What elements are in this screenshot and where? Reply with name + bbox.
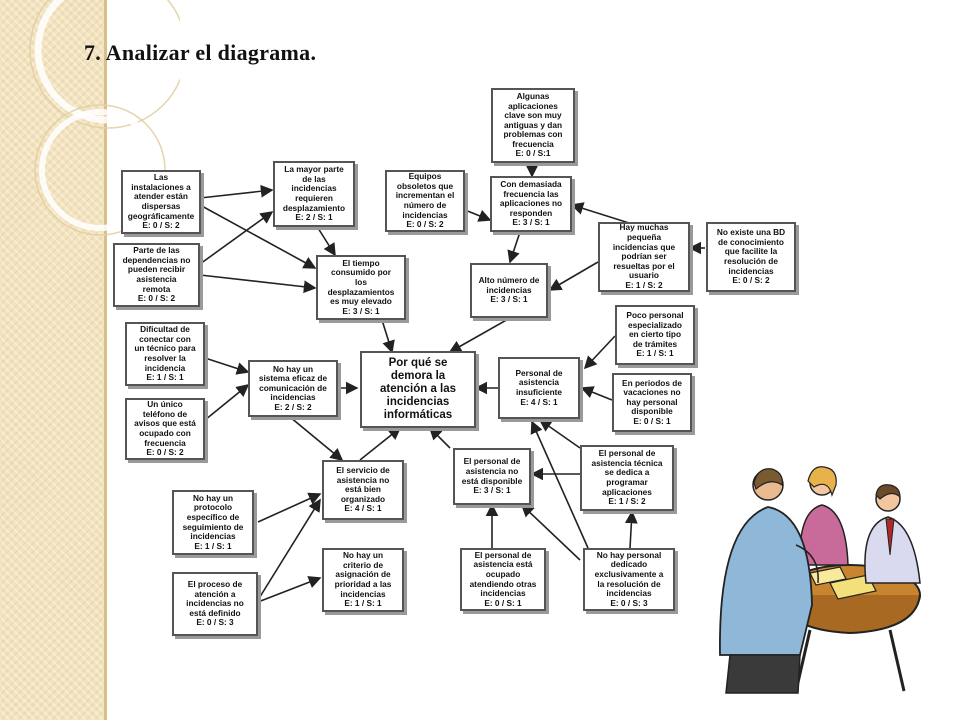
meeting-people-illustration	[719, 466, 921, 694]
node-no-dedicado: No hay personal dedicado exclusivamente …	[583, 548, 675, 611]
node-unico-telefono: Un único teléfono de avisos que está ocu…	[125, 398, 205, 460]
node-sistema-eficaz: No hay un sistema eficaz de comunicación…	[248, 360, 338, 417]
node-criterio: No hay un criterio de asignación de prio…	[322, 548, 404, 612]
slide-title: 7. Analizar el diagrama.	[84, 40, 317, 65]
node-equipos-obsoletos: Equipos obsoletos que incrementan el núm…	[385, 170, 465, 232]
arrow	[289, 416, 344, 462]
arrow	[199, 274, 317, 294]
node-protocolo: No hay un protocolo específico de seguim…	[172, 490, 254, 555]
arrow	[257, 492, 322, 523]
node-programar-aplicaciones: El personal de asistencia técnica se ded…	[580, 445, 674, 511]
arrow	[548, 261, 599, 291]
arrow	[257, 498, 321, 601]
node-servicio-asistencia: El servicio de asistencia no está bien o…	[322, 460, 404, 520]
arrow	[520, 503, 581, 561]
node-vacaciones: En periodos de vacaciones no hay persona…	[612, 373, 692, 432]
arrow	[507, 231, 521, 264]
node-personal-ocupado: El personal de asistencia está ocupado a…	[460, 548, 546, 611]
node-tiempo-consumido: El tiempo consumido por los desplazamien…	[316, 255, 406, 320]
arrow	[381, 319, 395, 354]
node-no-bd: No existe una BD de conocimiento que fac…	[706, 222, 796, 292]
node-parte-dependencias: Parte de las dependencias no pueden reci…	[113, 243, 200, 307]
arrow	[464, 209, 492, 222]
node-pequenas-incidencias: Hay muchas pequeña incidencias que podrí…	[598, 222, 690, 292]
arrow	[257, 576, 322, 603]
node-mayor-parte: La mayor parte de las incidencias requie…	[273, 161, 355, 227]
arrow	[204, 383, 250, 421]
arrow	[624, 510, 638, 549]
arrow	[538, 419, 581, 449]
arrow	[583, 335, 616, 370]
node-algunas-aplicaciones: Algunas aplicaciones clave son muy antig…	[491, 88, 575, 163]
node-proceso-atencion: El proceso de atención a incidencias no …	[172, 572, 258, 636]
node-demasiada-frecuencia: Con demasiada frecuencia las aplicacione…	[490, 176, 572, 232]
node-center-problem: Por qué se demora la atención a las inci…	[360, 351, 476, 428]
arrow	[317, 227, 336, 257]
node-instalaciones: Las instalaciones a atender están disper…	[121, 170, 201, 234]
node-personal-no-disponible: El personal de asistencia no está dispon…	[453, 448, 531, 505]
arrow	[199, 204, 317, 269]
arrow	[530, 420, 589, 549]
arrow	[448, 317, 511, 353]
arrow	[580, 386, 613, 401]
node-dificultad: Dificultad de conectar con un técnico pa…	[125, 322, 205, 386]
arrow	[199, 211, 274, 265]
node-poco-personal: Poco personal especializado en cierto ti…	[615, 305, 695, 365]
arrow	[359, 427, 402, 461]
arrow	[428, 426, 451, 449]
arrow	[199, 184, 274, 199]
arrow	[204, 357, 250, 375]
